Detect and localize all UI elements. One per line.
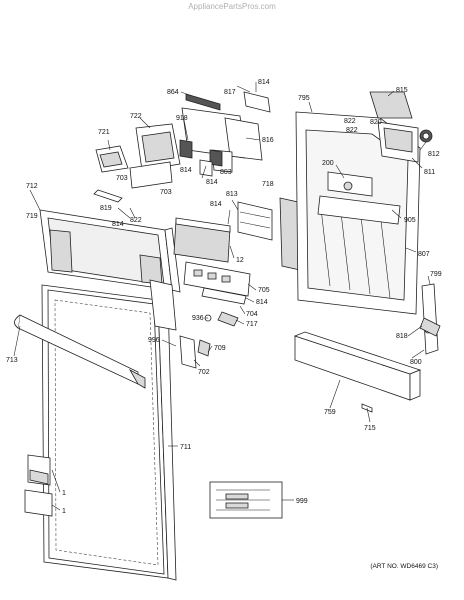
callout-713: 713 [6,357,18,364]
callout-200: 200 [322,160,334,167]
callout-814: 814 [256,299,268,306]
callout-814: 814 [210,201,222,208]
callout-807: 807 [418,251,430,258]
small-parts [179,139,223,177]
callout-719: 719 [26,213,38,220]
leader-lines [13,85,431,447]
callout-820: 820 [370,119,382,126]
callout-722: 722 [130,113,142,120]
callout-799: 799 [430,271,442,278]
callout-800: 800 [410,359,422,366]
callout-709: 709 [214,345,226,352]
callout-704: 704 [246,311,258,318]
callout-712: 712 [26,183,38,190]
callout-822: 822 [346,127,358,134]
callout-822: 822 [344,118,356,125]
callout-711: 711 [180,444,191,451]
callout-936: 936 [192,315,204,322]
callout-812: 812 [428,151,440,158]
wire-harness-kit [209,481,294,519]
inner-door-liner [295,111,421,315]
callout-1: 1 [62,490,66,497]
callout-721: 721 [98,129,110,136]
labels [24,454,61,517]
callout-717: 717 [246,321,258,328]
callout-814: 814 [206,179,218,186]
watermark: AppliancePartsPros.com [188,2,276,11]
callout-818: 818 [396,333,408,340]
callout-815: 815 [396,87,408,94]
outer-door-panel [41,284,177,581]
control-panel [173,217,231,263]
callout-803: 803 [220,169,232,176]
switch-panel [183,261,251,305]
callout-703: 703 [116,175,128,182]
callout-816: 816 [262,137,274,144]
callout-702: 702 [198,369,210,376]
callout-labels: 864 817 814 795 815 721 722 918 816 822 … [6,79,442,515]
callout-715: 715 [364,425,376,432]
art-number: (ART NO. WD6469 C3) [370,563,438,570]
callout-12: 12 [236,257,244,264]
screw [361,403,373,423]
callout-811: 811 [424,169,435,176]
control-module [95,117,181,189]
callout-705: 705 [258,287,270,294]
callout-819: 819 [100,205,112,212]
callout-795: 795 [298,95,310,102]
callout-703: 703 [160,189,172,196]
vent-bracket [237,197,301,271]
detergent-dispenser [369,91,433,163]
callout-814: 814 [258,79,270,86]
callout-905: 905 [404,217,416,224]
door-handle [14,314,146,389]
callout-759: 759 [324,409,336,416]
callout-1: 1 [62,508,66,515]
callout-814: 814 [180,167,192,174]
callout-817: 817 [224,89,236,96]
clips [93,189,136,219]
callout-864: 864 [167,89,179,96]
callout-814: 814 [112,221,124,228]
callout-996: 996 [148,337,160,344]
callout-999: 999 [296,498,308,505]
hinge-parts-left [179,311,239,369]
callout-718: 718 [262,181,274,188]
door-frame [39,209,181,331]
callout-918: 918 [176,115,188,122]
toe-kick [293,331,422,401]
callout-813: 813 [226,191,238,198]
hinge-parts-right [419,283,441,355]
callout-822: 822 [130,217,142,224]
